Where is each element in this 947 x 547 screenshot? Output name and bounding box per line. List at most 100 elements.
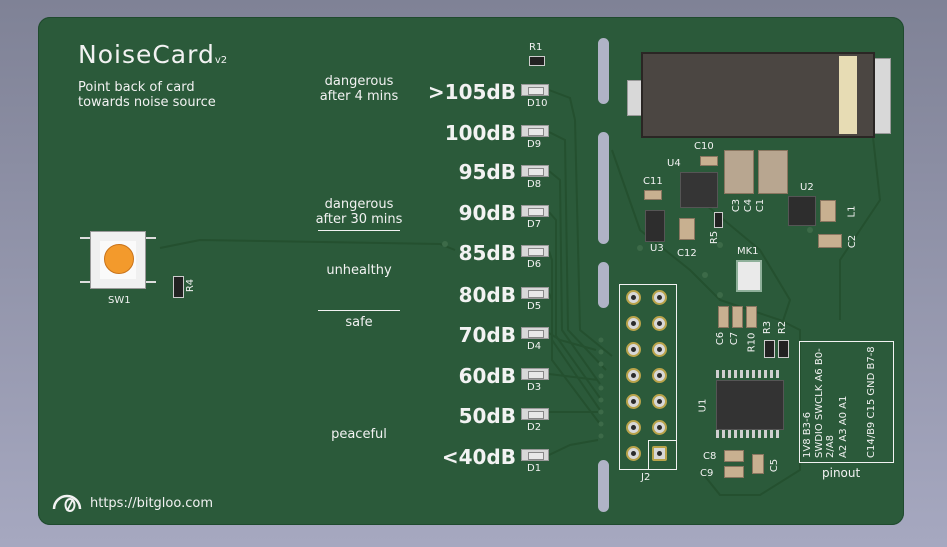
inductor-l1 bbox=[820, 200, 836, 222]
ref-c5: C5 bbox=[769, 458, 781, 473]
ref-led: D2 bbox=[527, 422, 542, 433]
ic-u1-pins bbox=[716, 370, 782, 378]
led-d9 bbox=[521, 125, 549, 137]
level-label: 85dB bbox=[458, 241, 516, 265]
ref-r1: R1 bbox=[529, 42, 543, 53]
ref-led: D10 bbox=[527, 98, 548, 109]
ref-r4: R4 bbox=[185, 278, 197, 293]
header-pin bbox=[652, 394, 667, 409]
zone-divider bbox=[318, 230, 400, 231]
capacitor-c2 bbox=[818, 234, 842, 248]
ref-c12: C12 bbox=[677, 248, 697, 259]
header-pin bbox=[626, 394, 641, 409]
capacitor-c5 bbox=[752, 454, 764, 474]
resistor-r1 bbox=[529, 56, 545, 66]
ref-led: D8 bbox=[527, 179, 542, 190]
ic-u2 bbox=[788, 196, 816, 226]
ref-mk1: MK1 bbox=[737, 246, 759, 257]
ref-led: D7 bbox=[527, 219, 542, 230]
ref-u1: U1 bbox=[697, 398, 709, 413]
ref-r2: R2 bbox=[777, 320, 789, 335]
led-d5 bbox=[521, 287, 549, 299]
ref-c10: C10 bbox=[694, 141, 714, 152]
ref-led: D5 bbox=[527, 301, 542, 312]
ref-u4: U4 bbox=[667, 158, 681, 169]
capacitor-c8 bbox=[724, 450, 744, 462]
ref-r10: R10 bbox=[746, 332, 758, 353]
zone-divider bbox=[318, 310, 400, 311]
capacitor-c12 bbox=[679, 218, 695, 240]
level-label: 50dB bbox=[458, 404, 516, 428]
header-pin-square bbox=[652, 446, 667, 461]
led-d10 bbox=[521, 84, 549, 96]
ref-c8: C8 bbox=[703, 451, 717, 462]
zone-safe: safe bbox=[345, 315, 373, 330]
ref-c7: C7 bbox=[729, 331, 741, 346]
board-slot bbox=[598, 262, 609, 308]
led-d8 bbox=[521, 165, 549, 177]
zone-peaceful: peaceful bbox=[331, 427, 387, 442]
level-label: <40dB bbox=[441, 445, 516, 469]
board-slot bbox=[598, 132, 609, 244]
push-button-sw1[interactable] bbox=[80, 229, 156, 291]
ic-u4 bbox=[680, 172, 718, 208]
header-pin bbox=[626, 368, 641, 383]
led-d1 bbox=[521, 449, 549, 461]
led-d7 bbox=[521, 205, 549, 217]
ref-j2: J2 bbox=[641, 472, 651, 483]
ref-led: D3 bbox=[527, 382, 542, 393]
level-label: 95dB bbox=[458, 160, 516, 184]
pinout-label: pinout bbox=[822, 466, 861, 480]
ref-r3: R3 bbox=[762, 320, 774, 335]
level-label: >105dB bbox=[427, 80, 516, 104]
led-d6 bbox=[521, 245, 549, 257]
ref-led: D1 bbox=[527, 463, 542, 474]
ref-c11: C11 bbox=[643, 176, 663, 187]
header-pin bbox=[652, 420, 667, 435]
website-url[interactable]: https://bitgloo.com bbox=[90, 496, 213, 511]
led-d2 bbox=[521, 408, 549, 420]
resistor-r10 bbox=[746, 306, 757, 328]
battery-holder bbox=[627, 52, 891, 138]
pinout-column: 1V8 B3-6 bbox=[802, 412, 813, 458]
ref-led: D4 bbox=[527, 341, 542, 352]
header-pin bbox=[626, 342, 641, 357]
ic-u1-pins bbox=[716, 430, 782, 438]
capacitor-c6 bbox=[718, 306, 729, 328]
pin-header-key bbox=[648, 440, 677, 470]
resistor-r4 bbox=[173, 276, 184, 298]
level-label: 80dB bbox=[458, 283, 516, 307]
header-pin bbox=[626, 446, 641, 461]
board-slot bbox=[598, 460, 609, 512]
ref-u2: U2 bbox=[800, 182, 814, 193]
resistor-r3 bbox=[764, 340, 775, 358]
bitgloo-logo-icon bbox=[52, 494, 82, 512]
ref-c2: C2 bbox=[847, 234, 859, 249]
ref-c3: C3 bbox=[731, 198, 743, 213]
ref-led: D6 bbox=[527, 259, 542, 270]
ic-u3 bbox=[645, 210, 665, 242]
level-label: 70dB bbox=[458, 323, 516, 347]
ref-c1: C1 bbox=[755, 198, 767, 213]
header-pin bbox=[652, 342, 667, 357]
led-d4 bbox=[521, 327, 549, 339]
led-d3 bbox=[521, 368, 549, 380]
microphone-mk1 bbox=[736, 260, 762, 292]
ref-l1: L1 bbox=[846, 205, 858, 218]
capacitor-c4 bbox=[758, 150, 788, 194]
board-slot bbox=[598, 38, 609, 104]
resistor-r2 bbox=[778, 340, 789, 358]
ref-r5: R5 bbox=[709, 230, 721, 245]
capacitor-c11 bbox=[644, 190, 662, 200]
ref-u3: U3 bbox=[650, 243, 664, 254]
capacitor-c7 bbox=[732, 306, 743, 328]
ref-led: D9 bbox=[527, 139, 542, 150]
header-pin bbox=[652, 290, 667, 305]
level-label: 60dB bbox=[458, 364, 516, 388]
pinout-table bbox=[799, 341, 894, 463]
zone-unhealthy: unhealthy bbox=[326, 263, 392, 278]
header-pin bbox=[626, 290, 641, 305]
